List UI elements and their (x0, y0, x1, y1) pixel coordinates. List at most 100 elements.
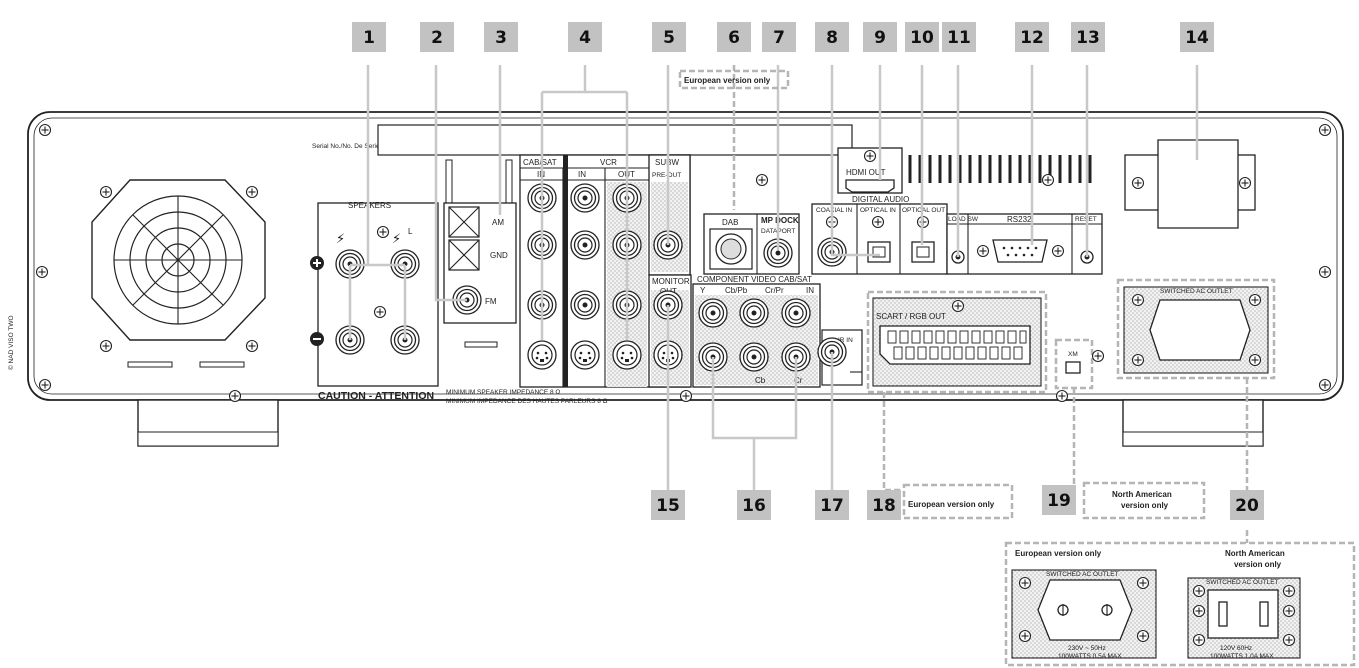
callout-box-18 (867, 490, 901, 520)
screw-icon (38, 378, 52, 392)
callout-number-19: 19 (1047, 491, 1071, 511)
vcr-in-rca-jack[interactable] (570, 230, 600, 260)
note-european-20: European version only (1015, 549, 1102, 558)
antenna-block: AM GND FM (443, 202, 517, 348)
callout-box-1 (352, 22, 386, 52)
callout-number-17: 17 (820, 496, 844, 516)
callout-number-2: 2 (431, 28, 443, 48)
rs232-port[interactable] (992, 239, 1048, 263)
screw-icon (1041, 173, 1055, 187)
screw-icon (1318, 378, 1332, 392)
callout-box-14 (1180, 22, 1214, 52)
callout-box-6 (717, 22, 751, 52)
vcr-in-rca-jack[interactable] (570, 183, 600, 213)
screw-icon (679, 389, 693, 403)
cr-short-label: Cr (794, 376, 803, 385)
na-rating-label: 100WATTS 1.0A MAX (1210, 653, 1274, 660)
callout-box-16 (737, 490, 771, 520)
cr-pr-label: Cr/Pr (765, 286, 784, 295)
outlet-variants-box: European version only North American ver… (1004, 541, 1356, 667)
screw-icon (35, 265, 49, 279)
speaker-l-label: L (408, 227, 413, 236)
screw-icon (1318, 123, 1332, 137)
switched-ac-label: SWITCHED AC OUTLET (1160, 288, 1233, 295)
callout-box-5 (652, 22, 686, 52)
scart-label: SCART / RGB OUT (876, 312, 946, 321)
note-na-20-line1: North American (1225, 549, 1285, 558)
callout-number-1: 1 (363, 28, 375, 48)
ac-inlet (1124, 139, 1256, 229)
ir-in-block: IR IN (817, 329, 863, 386)
dab-label: DAB (722, 218, 738, 227)
callout-box-7 (762, 22, 796, 52)
callout-box-4 (568, 22, 602, 52)
scart-block: SCART / RGB OUT (866, 290, 1048, 394)
ir-in-label: IR IN (838, 337, 853, 344)
screw-icon (1055, 389, 1069, 403)
callout-number-11: 11 (947, 28, 971, 48)
cab-sat-svideo-jack[interactable] (527, 340, 557, 370)
pre-out-label: PRE-OUT (652, 172, 681, 179)
component-cr-in-jack[interactable] (781, 298, 811, 328)
switched-ac-outlet-panel: SWITCHED AC OUTLET (1116, 278, 1276, 380)
callout-number-12: 12 (1020, 28, 1044, 48)
callout-box-19 (1042, 485, 1076, 515)
callout-number-9: 9 (874, 28, 886, 48)
callout-box-3 (484, 22, 518, 52)
vcr-out-svideo-jack[interactable] (612, 340, 642, 370)
note-na-20-line2: version only (1234, 560, 1282, 569)
callout-box-15 (651, 490, 685, 520)
cb-short-label: Cb (755, 376, 766, 385)
callout-box-12 (1015, 22, 1049, 52)
vcr-in-label: IN (578, 170, 586, 179)
component-cb-out-jack[interactable] (739, 342, 769, 372)
eu-rating-label: 100WATTS 0.5A MAX (1058, 653, 1122, 660)
component-cb-in-jack[interactable] (739, 298, 769, 328)
na-switched-ac-label: SWITCHED AC OUTLET (1206, 579, 1279, 586)
callout-box-17 (815, 490, 849, 520)
fm-label: FM (485, 297, 497, 306)
note-na-19-line2: version only (1121, 501, 1169, 510)
note-european-18: European version only (908, 500, 995, 509)
gnd-label: GND (490, 251, 508, 260)
callout-box-10 (905, 22, 939, 52)
hdmi-out-block: HDMI OUT (837, 147, 903, 194)
min-impedance-en: MINIMUM SPEAKER IMPEDANCE 8 Ω (446, 389, 560, 396)
cb-pb-label: Cb/Pb (725, 286, 748, 295)
callout-number-7: 7 (773, 28, 785, 48)
caution-label: CAUTION - ATTENTION (318, 390, 434, 402)
speakers-block: SPEAKERS L ⚡ ⚡ (310, 201, 439, 387)
callout-box-9 (863, 22, 897, 52)
callout-number-13: 13 (1076, 28, 1100, 48)
digital-audio-label: DIGITAL AUDIO (852, 195, 909, 204)
serial-label: Serial No./No. De Series (312, 143, 384, 150)
cab-sat-label: CAB/SAT (523, 158, 557, 167)
min-impedance-fr: MINIMUM IMPEDANCE DES HAUTES PARLEURS 8 … (446, 398, 608, 405)
optical-out-label: OPTICAL OUT (902, 207, 945, 214)
na-voltage-label: 120V 60Hz (1220, 645, 1252, 652)
screw-icon (755, 173, 769, 187)
callout-number-10: 10 (910, 28, 934, 48)
load-sw-label: LOAD SW (948, 216, 979, 223)
optical-in-port[interactable] (867, 241, 891, 263)
callout-box-13 (1071, 22, 1105, 52)
component-y-in-jack[interactable] (698, 298, 728, 328)
digital-audio-block: DIGITAL AUDIO COAXIAL IN OPTICAL IN OPTI… (811, 195, 948, 275)
component-in-label: IN (806, 286, 814, 295)
av-inputs-panel: CAB/SAT VCR IN IN OUT SUBW PRE-OUT MONIT… (519, 154, 692, 388)
switched-ac-outlet[interactable] (1149, 299, 1251, 361)
hdmi-out-port[interactable] (845, 179, 895, 193)
vcr-in-svideo-jack[interactable] (570, 340, 600, 370)
vcr-in-rca-jack[interactable] (570, 290, 600, 320)
xm-label: XM (1068, 351, 1078, 358)
xm-port[interactable] (1065, 361, 1081, 374)
callout-number-6: 6 (728, 28, 740, 48)
note-european-top: European version only (684, 76, 771, 85)
callout-number-16: 16 (742, 496, 766, 516)
lightning-icon: ⚡ (336, 232, 345, 247)
eu-ac-outlet (1037, 579, 1133, 641)
dab-dock-block: DAB MP DOCK DATAPORT (703, 213, 800, 275)
callout-number-15: 15 (656, 496, 680, 516)
